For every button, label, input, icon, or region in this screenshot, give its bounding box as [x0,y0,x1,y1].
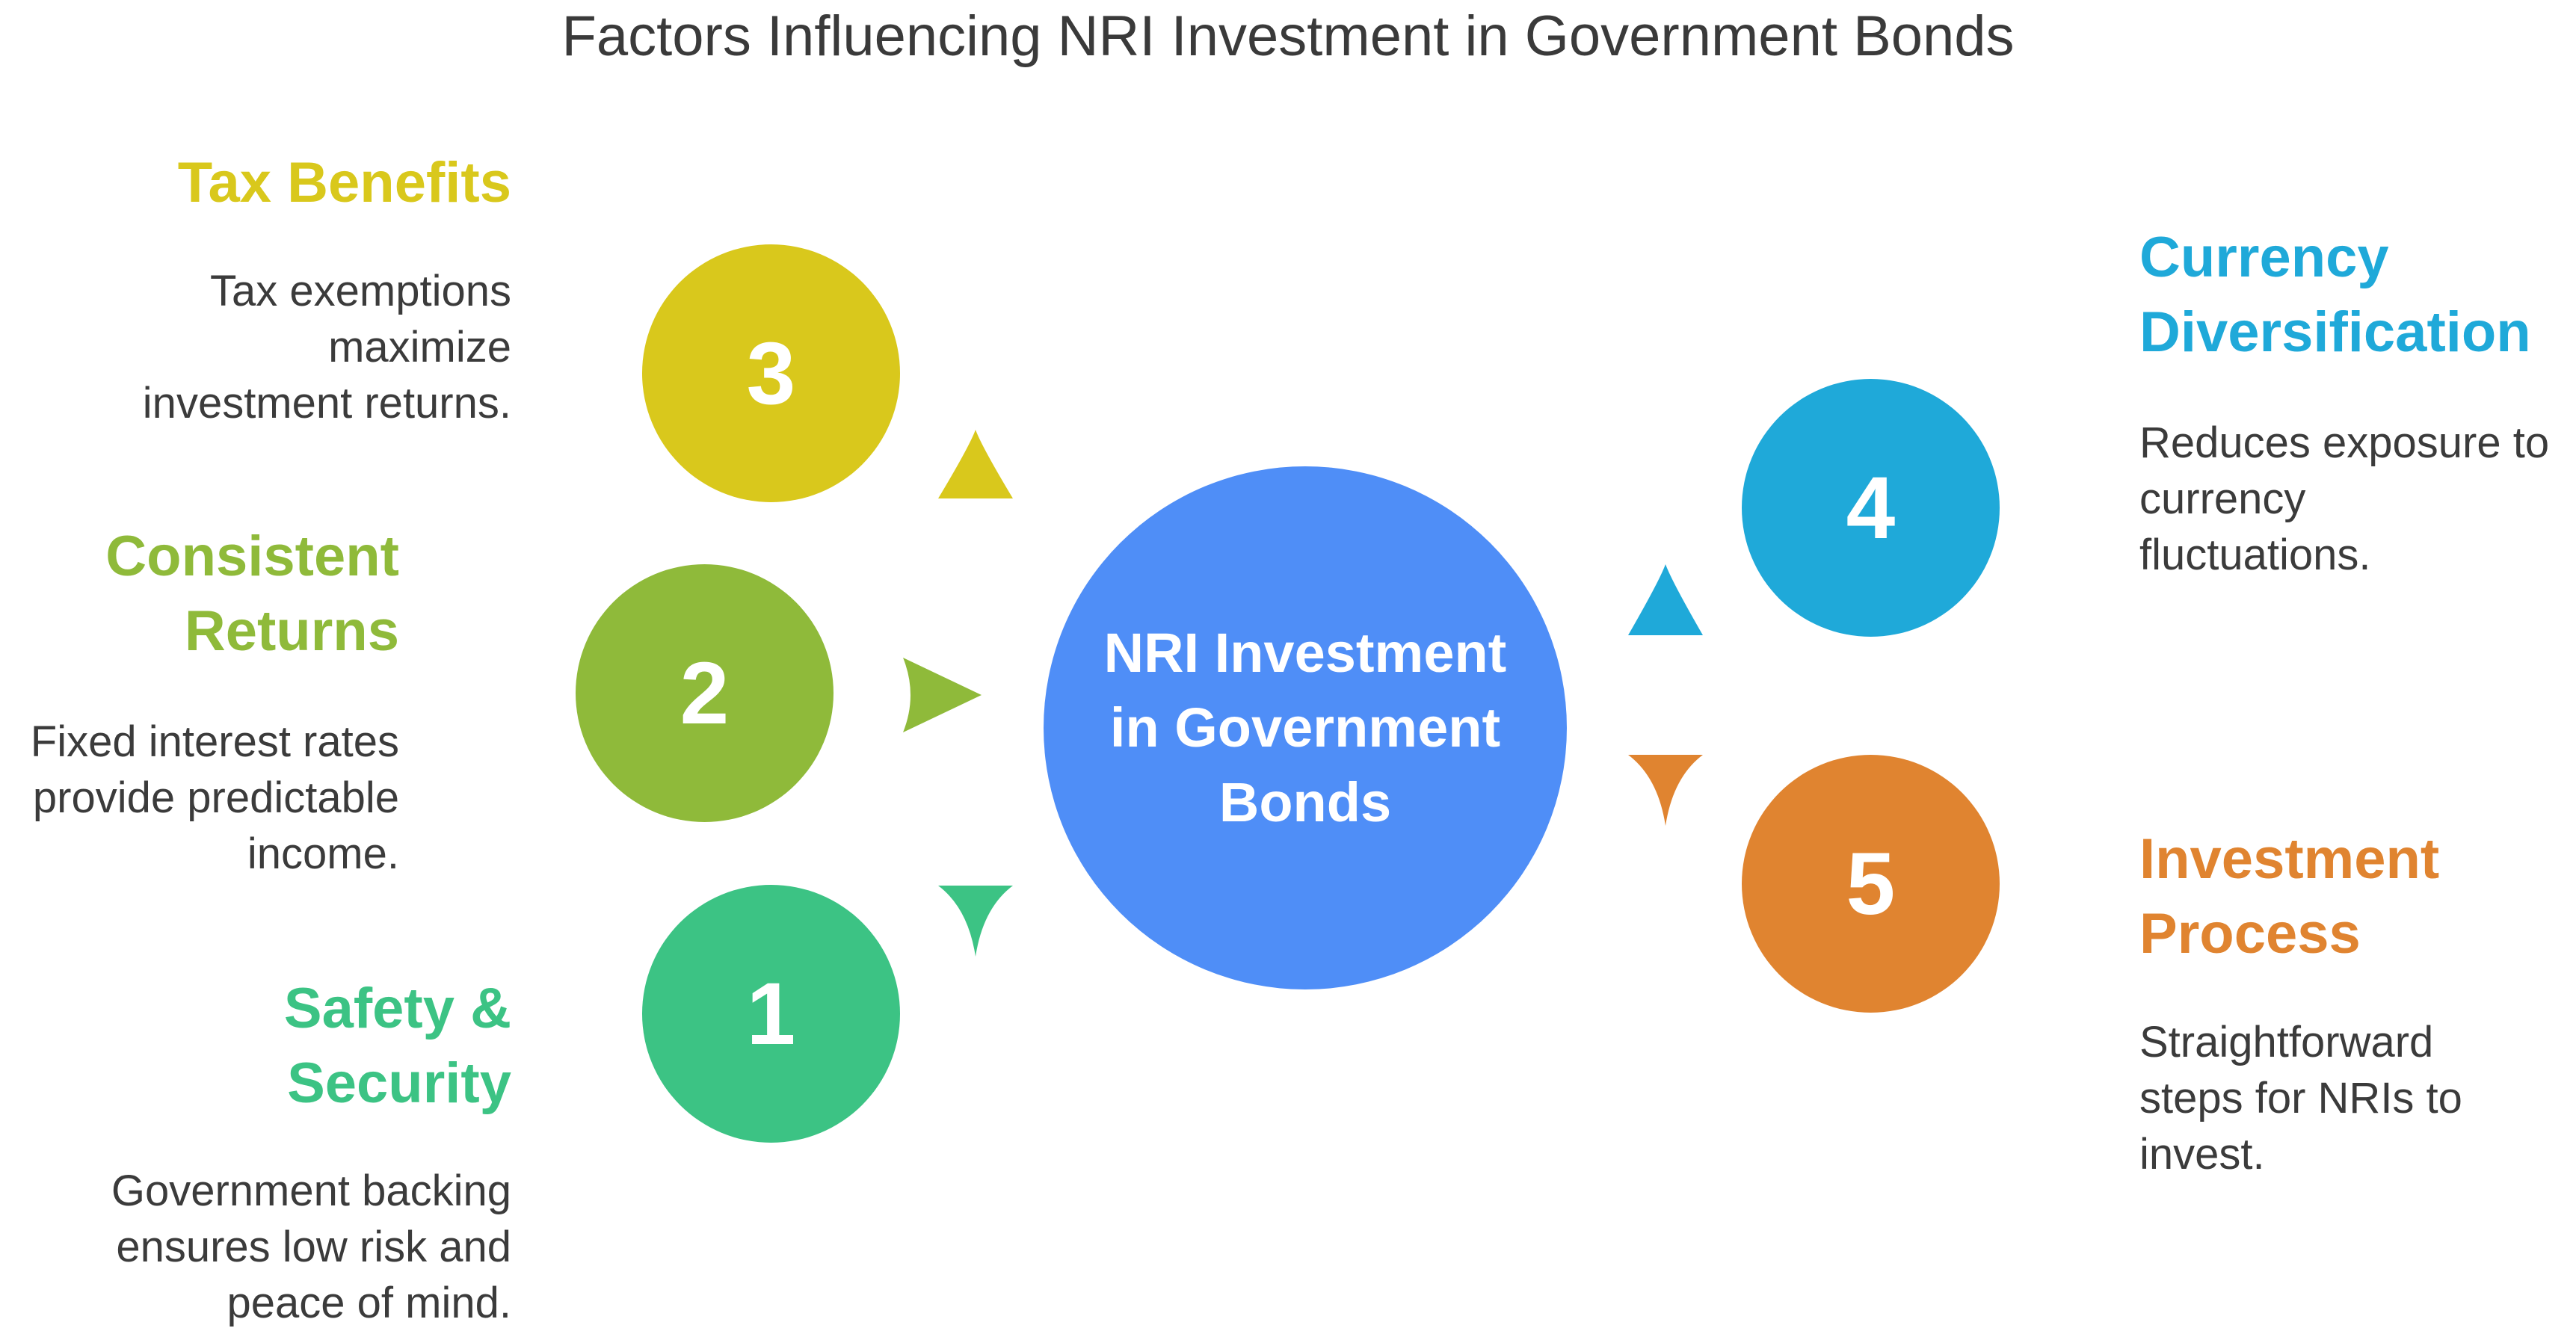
factor-3-circle: 3 [642,244,900,502]
factor-5-heading: Investment Process [2139,822,2558,972]
factor-5-arrow-triangle [1628,755,1703,826]
diagram-title: Factors Influencing NRI Investment in Go… [561,4,2015,68]
center-hub-label-line-2: in Government [1109,697,1501,759]
factor-2-description: Fixed interest rates provide predictable… [0,714,399,882]
factor-1-description: Government backing ensures low risk and … [45,1163,511,1331]
center-hub-label-line-1: NRI Investment [1103,622,1507,684]
factor-2-number: 2 [680,643,730,743]
factor-4-description: Reduces exposure to currency fluctuation… [2139,415,2566,583]
factor-5-description-line-2: steps for NRIs to [2139,1074,2462,1122]
factor-1-heading-line-1: Safety & [283,977,511,1040]
factor-3-number: 3 [746,324,796,423]
factor-1-arrow-triangle [938,886,1013,957]
center-hub-circle: NRI Investment in Government Bonds [1044,466,1567,989]
factor-3-heading: Tax Benefits [75,146,511,220]
factor-2-heading: Consistent Returns [0,519,399,669]
factor-2-description-line-2: provide predictable [32,773,399,822]
factor-5-heading-line-1: Investment [2139,827,2440,891]
factor-2-description-line-3: income. [247,830,399,878]
factor-4-arrow-triangle [1628,564,1703,635]
factor-3-heading-line-1: Tax Benefits [177,151,511,214]
factor-2-description-line-1: Fixed interest rates [30,717,399,766]
center-hub-label-line-3: Bonds [1218,771,1392,833]
factor-3-description-line-2: maximize [328,323,511,371]
factor-1-description-line-1: Government backing [111,1167,511,1215]
factor-2-circle: 2 [576,564,833,822]
factor-4-heading-line-2: Diversification [2139,300,2531,364]
factor-2-heading-line-1: Consistent [105,525,399,588]
factor-2-heading-line-2: Returns [184,599,399,663]
factor-3-description: Tax exemptions maximize investment retur… [63,263,511,431]
factor-2-arrow-triangle [903,658,982,732]
factor-5-description-line-1: Straightforward [2139,1018,2434,1066]
factor-4-heading-line-1: Currency [2139,226,2389,289]
factor-4-heading: Currency Diversification [2139,220,2558,370]
factor-4-circle: 4 [1742,379,2000,637]
factor-5-description: Straightforward steps for NRIs to invest… [2139,1014,2558,1182]
factor-1-heading: Safety & Security [75,972,511,1121]
factor-5-description-line-3: invest. [2139,1130,2265,1179]
factor-4-description-line-2: currency [2139,475,2306,523]
factor-5-heading-line-2: Process [2139,902,2361,966]
factor-5-number: 5 [1846,834,1896,933]
factor-4-description-line-1: Reduces exposure to [2139,419,2550,467]
factor-1-description-line-2: ensures low risk and [116,1223,511,1271]
factor-1-circle: 1 [642,885,900,1143]
factor-5-circle: 5 [1742,755,2000,1013]
factor-1-number: 1 [746,964,796,1063]
factor-3-description-line-1: Tax exemptions [210,267,511,315]
factor-4-number: 4 [1846,458,1896,558]
factor-1-heading-line-2: Security [287,1051,511,1115]
factor-1-description-line-3: peace of mind. [227,1279,511,1327]
factor-4-description-line-3: fluctuations. [2139,531,2371,579]
factor-3-description-line-3: investment returns. [142,379,511,427]
factor-3-arrow-triangle [938,430,1013,498]
